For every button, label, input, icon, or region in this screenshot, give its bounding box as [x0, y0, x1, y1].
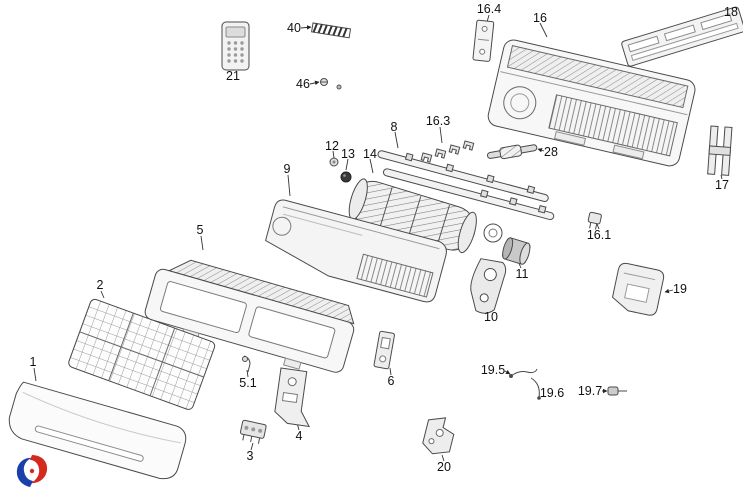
- brand-logo: [16, 455, 48, 487]
- wire-19-6: [530, 377, 541, 400]
- part-label-18: 18: [724, 4, 738, 19]
- part-label-16: 16: [533, 10, 547, 25]
- sensor-19-7: [607, 386, 627, 396]
- wire-19-5: [509, 368, 538, 378]
- cap-13: [340, 171, 352, 183]
- front-grille: [144, 259, 355, 373]
- bracket-20: [422, 417, 455, 455]
- part-label-11: 11: [515, 266, 529, 281]
- air-filter: [68, 298, 216, 410]
- part-label-2: 2: [96, 277, 104, 292]
- bracket-16-4: [472, 19, 495, 62]
- rear-chassis: [487, 39, 696, 167]
- part-label-28: 28: [544, 144, 558, 159]
- part-label-5: 5: [196, 222, 204, 237]
- sensor-16-1: [587, 211, 602, 230]
- front-panel: [8, 381, 187, 480]
- part-label-19-5: 19.5: [480, 362, 506, 377]
- display-bracket: [274, 367, 311, 428]
- terminal-block: [239, 419, 267, 444]
- middle-frame: [265, 199, 447, 303]
- part-label-19: 19: [673, 281, 687, 296]
- part-label-12: 12: [325, 138, 339, 153]
- part-label-1: 1: [29, 354, 37, 369]
- part-label-8: 8: [390, 119, 398, 134]
- part-label-16-4: 16.4: [476, 1, 502, 16]
- part-label-4: 4: [295, 428, 303, 443]
- screw-46: [320, 78, 342, 90]
- part-label-6: 6: [387, 373, 395, 388]
- electric-box-cover: [611, 262, 665, 316]
- part-label-9: 9: [283, 161, 291, 176]
- fan-shaft: [486, 144, 538, 160]
- part-label-19-7: 19.7: [577, 383, 603, 398]
- fan-bearing-ring: [483, 223, 503, 243]
- sticker-strip: [311, 22, 352, 39]
- part-label-5-1: 5.1: [239, 375, 257, 390]
- part-label-20: 20: [437, 459, 451, 474]
- cross-flow-fan: [348, 178, 477, 254]
- fan-motor-11: [502, 237, 531, 265]
- clip-5-1: [242, 355, 251, 373]
- part-label-21: 21: [226, 68, 240, 83]
- part-label-16-1: 16.1: [586, 227, 612, 242]
- part-label-13: 13: [341, 146, 355, 161]
- louver-blades: [377, 150, 555, 221]
- wall-mounting-plate: [621, 6, 743, 67]
- part-label-16-3: 16.3: [425, 113, 451, 128]
- remote-control: [221, 21, 250, 71]
- bracket-6: [373, 330, 395, 370]
- part-label-3: 3: [246, 448, 254, 463]
- part-label-17: 17: [715, 177, 729, 192]
- clamp-set-16-3: [420, 140, 475, 163]
- part-label-19-6: 19.6: [539, 385, 565, 400]
- bushing-12: [329, 157, 339, 167]
- part-label-14: 14: [363, 146, 377, 161]
- part-label-46: 46: [296, 76, 310, 91]
- part-label-40: 40: [287, 20, 301, 35]
- motor-mount: [470, 258, 507, 314]
- part-label-10: 10: [484, 309, 498, 324]
- bracket-17: [707, 125, 733, 176]
